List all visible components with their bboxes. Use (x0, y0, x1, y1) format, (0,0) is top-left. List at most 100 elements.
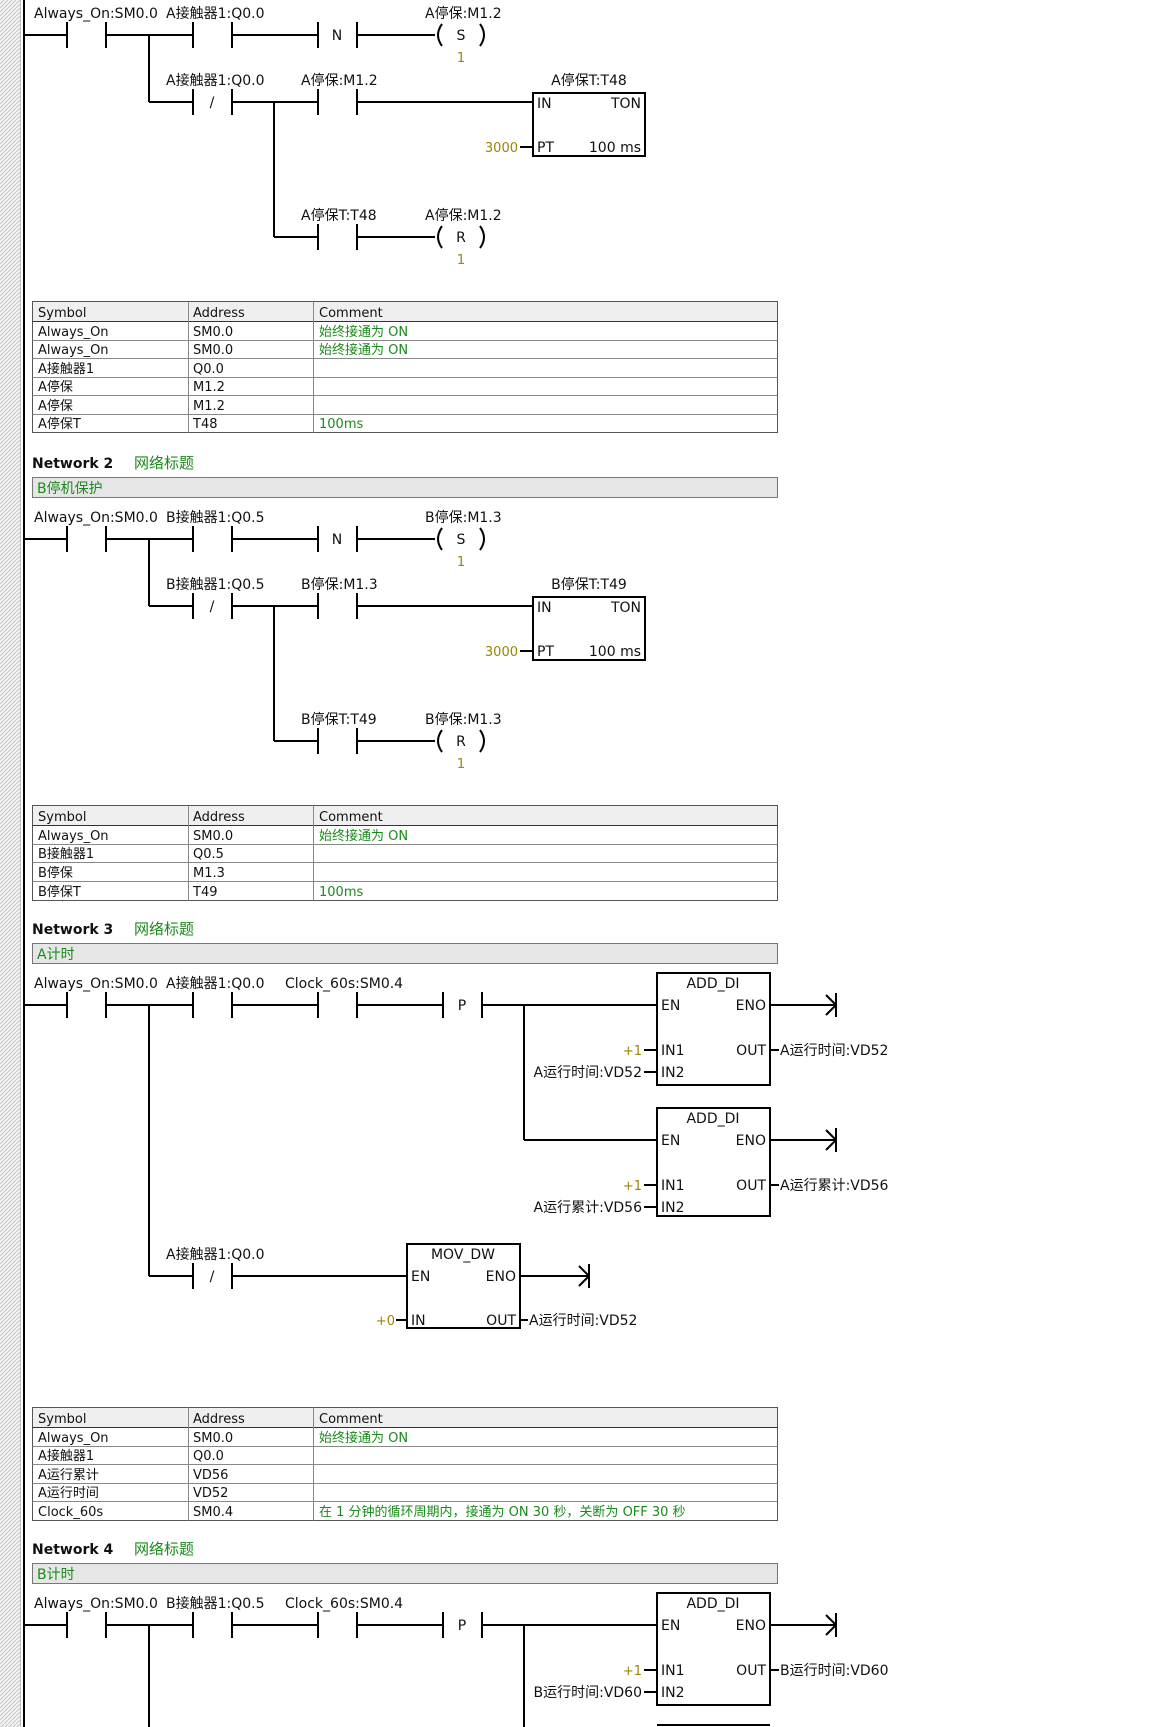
box-out-operand[interactable]: A运行时间:VD52 (780, 1043, 888, 1059)
network-label[interactable]: Network 2 (32, 456, 113, 472)
table-cell: T49 (192, 885, 217, 900)
timer-preset-value[interactable]: 3000 (485, 645, 518, 660)
table-cell: A接触器1 (38, 361, 94, 377)
network-label[interactable]: Network 4 (32, 1542, 114, 1558)
box-out-operand[interactable]: A运行累计:VD56 (780, 1178, 889, 1194)
add-di-box-title[interactable]: ADD_DI (686, 976, 739, 992)
box-out-pin: OUT (486, 1313, 516, 1329)
table-cell: 100ms (319, 417, 363, 432)
box-in1-value[interactable]: +1 (623, 1044, 642, 1059)
box-out-operand[interactable]: B运行时间:VD60 (780, 1663, 889, 1679)
box-en-pin: EN (411, 1269, 430, 1285)
set-coil-symbol[interactable]: S (457, 532, 466, 548)
reset-coil-symbol[interactable]: R (456, 230, 466, 246)
symbol-table-3: Symbol Address Comment Always_On SM0.0 始… (32, 1407, 778, 1521)
column-header-comment[interactable]: Comment (319, 1412, 383, 1427)
table-cell: B停保T (38, 884, 81, 900)
box-in2-operand[interactable]: A运行时间:VD52 (534, 1065, 642, 1081)
coil-label[interactable]: A停保:M1.2 (425, 207, 502, 224)
box-eno-pin: ENO (486, 1269, 516, 1285)
column-header-symbol[interactable]: Symbol (38, 306, 86, 321)
table-cell: 在 1 分钟的循环周期内，接通为 ON 30 秒，关断为 OFF 30 秒 (319, 1504, 686, 1520)
network-title[interactable]: 网络标题 (134, 920, 194, 938)
negative-edge-symbol[interactable]: N (332, 28, 342, 44)
column-header-symbol[interactable]: Symbol (38, 810, 86, 825)
coil-label[interactable]: B停保:M1.3 (425, 509, 502, 526)
reset-coil-symbol[interactable]: R (456, 734, 466, 750)
box-in2-operand[interactable]: B运行时间:VD60 (534, 1685, 643, 1701)
add-di-box-title[interactable]: ADD_DI (686, 1596, 739, 1612)
set-coil-symbol[interactable]: S (457, 28, 466, 44)
table-cell: SM0.0 (193, 325, 233, 340)
box-in2-pin: IN2 (661, 1200, 685, 1216)
column-header-address[interactable]: Address (193, 306, 245, 321)
timer-label[interactable]: B停保T:T49 (551, 576, 627, 593)
positive-edge-symbol[interactable]: P (458, 1618, 466, 1634)
box-in2-operand[interactable]: A运行累计:VD56 (534, 1200, 643, 1216)
contact-label[interactable]: B接触器1:Q0.5 (166, 576, 265, 593)
network-comment-box[interactable] (32, 943, 778, 964)
table-cell: Q0.0 (193, 1449, 224, 1464)
nc-contact-symbol[interactable]: / (210, 95, 215, 111)
contact-label[interactable]: Clock_60s:SM0.4 (285, 1596, 403, 1612)
contact-label[interactable]: B接触器1:Q0.5 (166, 509, 265, 526)
coil-label[interactable]: B停保:M1.3 (425, 711, 502, 728)
contact-label[interactable]: A停保T:T48 (301, 207, 377, 224)
contact-label[interactable]: A接触器1:Q0.0 (166, 5, 265, 22)
timer-pt-pin: PT (537, 644, 554, 660)
network-title[interactable]: 网络标题 (134, 1540, 194, 1558)
table-cell: SM0.0 (193, 1431, 233, 1446)
box-eno-pin: ENO (736, 998, 766, 1014)
table-cell: Always_On (38, 1431, 109, 1446)
table-cell: SM0.4 (193, 1505, 233, 1520)
column-header-symbol[interactable]: Symbol (38, 1412, 86, 1427)
contact-label[interactable]: A停保:M1.2 (301, 72, 378, 89)
network-3: Network 3 网络标题 A计时 Always_On:SM0.0 A接触器1… (32, 920, 889, 1329)
contact-label[interactable]: B接触器1:Q0.5 (166, 1595, 265, 1612)
contact-label[interactable]: A接触器1:Q0.0 (166, 975, 265, 992)
table-cell: A停保T (38, 416, 81, 432)
contact-label[interactable]: B停保T:T49 (301, 711, 377, 728)
contact-label[interactable]: Always_On:SM0.0 (34, 1596, 158, 1612)
table-cell: A接触器1 (38, 1448, 94, 1464)
box-out-operand[interactable]: A运行时间:VD52 (529, 1313, 637, 1329)
box-in1-value[interactable]: +1 (623, 1179, 642, 1194)
contact-label[interactable]: Always_On:SM0.0 (34, 510, 158, 526)
timer-type: TON (610, 600, 641, 616)
column-header-comment[interactable]: Comment (319, 306, 383, 321)
network-comment-box[interactable] (32, 477, 778, 498)
box-in1-value[interactable]: +1 (623, 1664, 642, 1679)
add-di-box-title[interactable]: ADD_DI (686, 1111, 739, 1127)
contact-label[interactable]: Always_On:SM0.0 (34, 6, 158, 22)
nc-contact-symbol[interactable]: / (210, 599, 215, 615)
column-header-comment[interactable]: Comment (319, 810, 383, 825)
table-cell: Q0.0 (193, 362, 224, 377)
column-header-address[interactable]: Address (193, 810, 245, 825)
box-in2-pin: IN2 (661, 1685, 685, 1701)
table-cell: M1.3 (193, 866, 225, 881)
network-comment-box[interactable] (32, 1563, 778, 1584)
box-en-pin: EN (661, 1133, 680, 1149)
network-label[interactable]: Network 3 (32, 922, 113, 938)
contact-label[interactable]: Always_On:SM0.0 (34, 976, 158, 992)
timer-preset-value[interactable]: 3000 (485, 141, 518, 156)
mov-dw-box-title[interactable]: MOV_DW (431, 1247, 495, 1263)
column-header-address[interactable]: Address (193, 1412, 245, 1427)
negative-edge-symbol[interactable]: N (332, 532, 342, 548)
contact-label[interactable]: A接触器1:Q0.0 (166, 1246, 265, 1263)
contact-label[interactable]: B停保:M1.3 (301, 576, 378, 593)
box-in-pin: IN (411, 1313, 426, 1329)
network-comment: B停机保护 (37, 480, 103, 497)
timer-in-pin: IN (537, 600, 552, 616)
box-in-value[interactable]: +0 (376, 1314, 395, 1329)
contact-label[interactable]: Clock_60s:SM0.4 (285, 976, 403, 992)
timer-label[interactable]: A停保T:T48 (551, 72, 627, 89)
nc-contact-symbol[interactable]: / (210, 1269, 215, 1285)
network-title[interactable]: 网络标题 (134, 454, 194, 472)
ladder-wires (24, 22, 837, 1727)
coil-label[interactable]: A停保:M1.2 (425, 5, 502, 22)
positive-edge-symbol[interactable]: P (458, 998, 466, 1014)
box-en-pin: EN (661, 1618, 680, 1634)
timer-base: 100 ms (589, 644, 641, 660)
contact-label[interactable]: A接触器1:Q0.0 (166, 72, 265, 89)
